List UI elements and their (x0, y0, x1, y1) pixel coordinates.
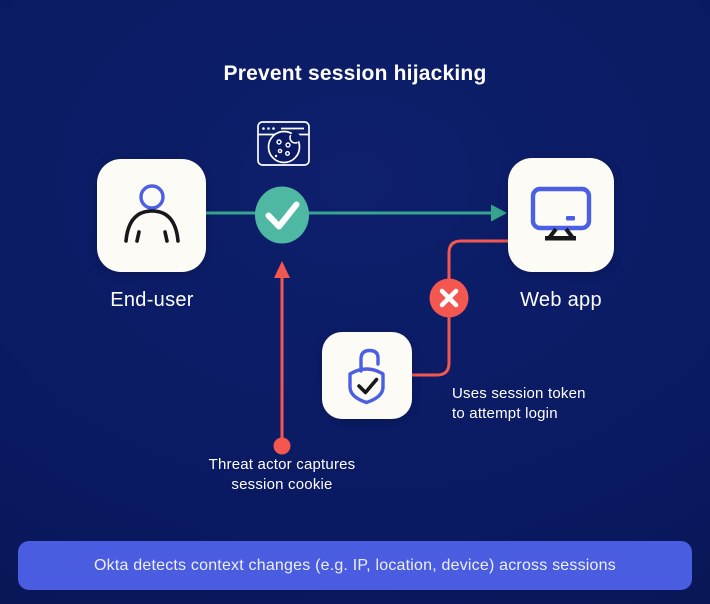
detection-banner-text: Okta detects context changes (e.g. IP, l… (94, 556, 616, 574)
session-lock-card (322, 332, 412, 419)
monitor-icon (530, 186, 592, 241)
check-circle (255, 186, 309, 244)
detection-banner: Okta detects context changes (e.g. IP, l… (18, 541, 692, 590)
page-title: Prevent session hijacking (223, 62, 487, 85)
token-caption: Uses session token to attempt login (452, 384, 622, 424)
threat-caption-line1: Threat actor captures (208, 456, 356, 473)
web-app-label: Web app (520, 289, 602, 311)
web-app-card (508, 158, 614, 272)
end-user-card (97, 159, 206, 272)
threat-caption: Threat actor captures session cookie (162, 455, 402, 495)
token-caption-line2: to attempt login (452, 405, 558, 422)
threat-arrow (273, 261, 291, 455)
end-user-label: End-user (110, 289, 194, 311)
padlock-check-icon (348, 348, 385, 404)
threat-origin-dot (273, 437, 291, 455)
x-icon (439, 288, 459, 308)
person-icon (123, 183, 180, 243)
browser-cookie-icon (257, 121, 310, 166)
threat-caption-line2: session cookie (231, 476, 333, 493)
check-icon (265, 201, 300, 230)
token-caption-line1: Uses session token (452, 385, 586, 402)
x-circle (429, 278, 469, 318)
session-flow-arrow (206, 204, 507, 222)
